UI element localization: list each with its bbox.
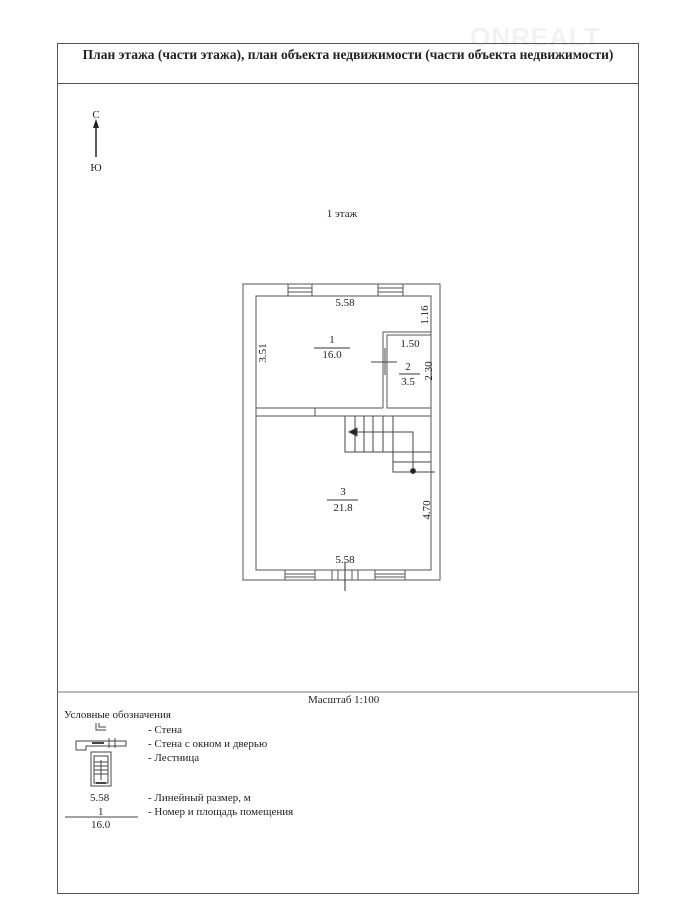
legend-sample-room-number: 1 (98, 806, 104, 818)
page-title: План этажа (части этажа), план объекта н… (57, 43, 639, 84)
room3-number: 3 (340, 486, 346, 498)
walls (242, 283, 441, 581)
legend-item-dimension: - Линейный размер, м (148, 792, 251, 804)
legend-item-room: - Номер и площадь помещения (148, 806, 294, 818)
legend-sample-dimension: 5.58 (90, 792, 110, 804)
dimension-corner: 1.16 (419, 305, 431, 325)
stairs-legend-icon (90, 751, 112, 787)
wall-window-door-legend-icon (75, 738, 127, 751)
room1-number: 1 (329, 334, 335, 346)
dimension-room2-width: 1.50 (400, 338, 420, 350)
compass-north: С (92, 109, 99, 121)
room3-area: 21.8 (333, 502, 353, 514)
room2-door-marker (371, 348, 397, 375)
legend-item-wall: - Стена (148, 724, 183, 736)
legend-item-stairs: - Лестница (148, 752, 200, 764)
legend-sample-room-area: 16.0 (91, 819, 111, 831)
dimension-room3-height: 4.70 (421, 500, 433, 520)
watermark: ONREALT (470, 22, 601, 52)
dimension-room2-height: 2.30 (423, 361, 435, 381)
dimension-top-width: 5.58 (335, 297, 355, 309)
dimension-room1-height: 3.51 (257, 343, 269, 362)
compass-arrow-icon (93, 119, 99, 157)
scale-label: Масштаб 1:100 (308, 694, 380, 706)
wall-legend-icon (95, 723, 106, 731)
document-frame (57, 43, 639, 894)
dimension-bottom-width: 5.58 (335, 554, 355, 566)
staircase (344, 416, 435, 474)
room2-area: 3.5 (401, 376, 415, 388)
legend-item-wall-window-door: - Стена с окном и дверью (148, 738, 268, 750)
compass-south: Ю (90, 162, 101, 174)
room1-area: 16.0 (322, 349, 342, 361)
legend-title: Условные обозначения (64, 709, 171, 721)
floor-label: 1 этаж (327, 208, 358, 220)
room2-number: 2 (405, 361, 411, 373)
